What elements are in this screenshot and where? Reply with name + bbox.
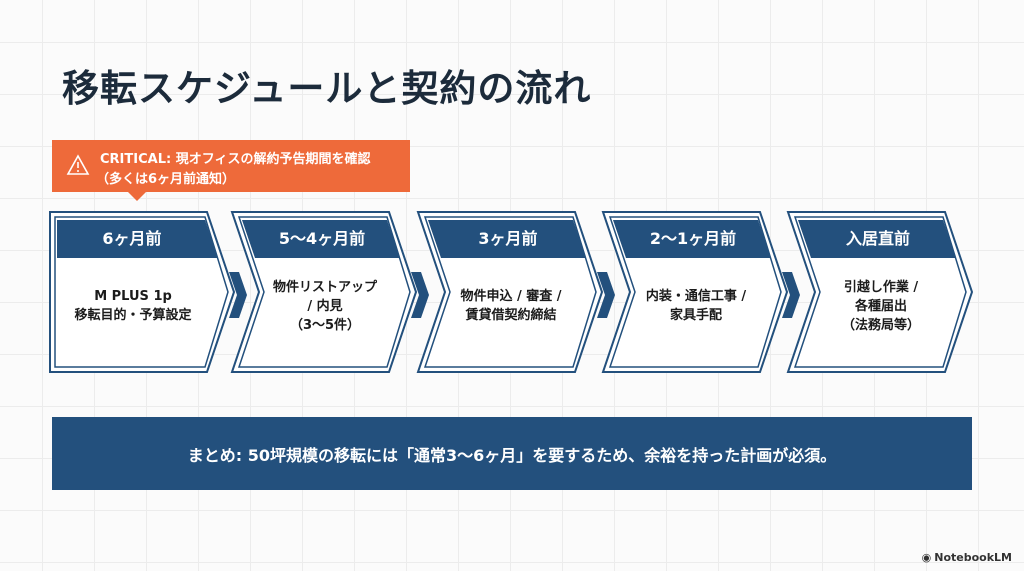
notebooklm-logo: ◉ NotebookLM — [922, 551, 1012, 564]
step-description: 物件リストアップ / 内見 （3〜5件） — [250, 278, 400, 335]
step-header-bar — [613, 220, 771, 258]
step-header-bar — [798, 220, 956, 258]
step-line: （法務局等） — [841, 317, 920, 333]
step-line: （3〜5件） — [289, 317, 361, 333]
logo-icon: ◉ — [921, 551, 932, 564]
step-description: 物件申込 / 審査 / 賃貸借契約締結 — [436, 287, 586, 325]
page-title: 移転スケジュールと契約の流れ — [62, 67, 592, 110]
step-line: / 内見 — [307, 298, 343, 314]
step-line: 各種届出 — [854, 298, 907, 314]
callout-line-2: （多くは6ヶ月前通知） — [96, 172, 236, 187]
chevron-arrow-icon — [782, 272, 800, 318]
step-line: 賃貸借契約締結 — [465, 308, 557, 323]
step-line: 家具手配 — [669, 308, 722, 323]
step-line: 物件リストアップ — [272, 279, 377, 295]
warning-icon — [66, 154, 90, 175]
chevron-arrow-icon — [597, 272, 615, 318]
step-line: 物件申込 / 審査 / — [460, 289, 562, 304]
step-header-bar — [57, 220, 218, 258]
summary-banner: まとめ: 50坪規模の移転には「通常3〜6ヶ月」を要するため、余裕を持った計画が… — [52, 417, 972, 490]
step-line: 移転目的・予算設定 — [74, 308, 192, 323]
step-header: 5〜4ヶ月前 — [278, 229, 366, 248]
critical-callout: CRITICAL: 現オフィスの解約予告期間を確認 （多くは6ヶ月前通知） — [52, 140, 410, 201]
step-line: M PLUS 1p — [94, 289, 172, 304]
step-header: 2〜1ヶ月前 — [649, 229, 737, 248]
step-header: 入居直前 — [845, 229, 910, 248]
step-header-bar — [428, 220, 586, 258]
step-description: 内装・通信工事 / 家具手配 — [621, 287, 771, 325]
step-header-bar — [242, 220, 400, 258]
logo-text: NotebookLM — [934, 551, 1012, 564]
chevron-arrow-icon — [229, 272, 247, 318]
step-line: 内装・通信工事 / — [645, 289, 747, 304]
step-description: M PLUS 1p 移転目的・予算設定 — [58, 287, 208, 325]
step-description: 引越し作業 / 各種届出 （法務局等） — [806, 278, 956, 335]
step-header: 3ヶ月前 — [478, 229, 538, 248]
chevron-arrow-icon — [411, 272, 429, 318]
step-line: 引越し作業 / — [843, 279, 919, 295]
step-header: 6ヶ月前 — [102, 229, 162, 248]
callout-line-1: CRITICAL: 現オフィスの解約予告期間を確認 — [100, 152, 371, 167]
